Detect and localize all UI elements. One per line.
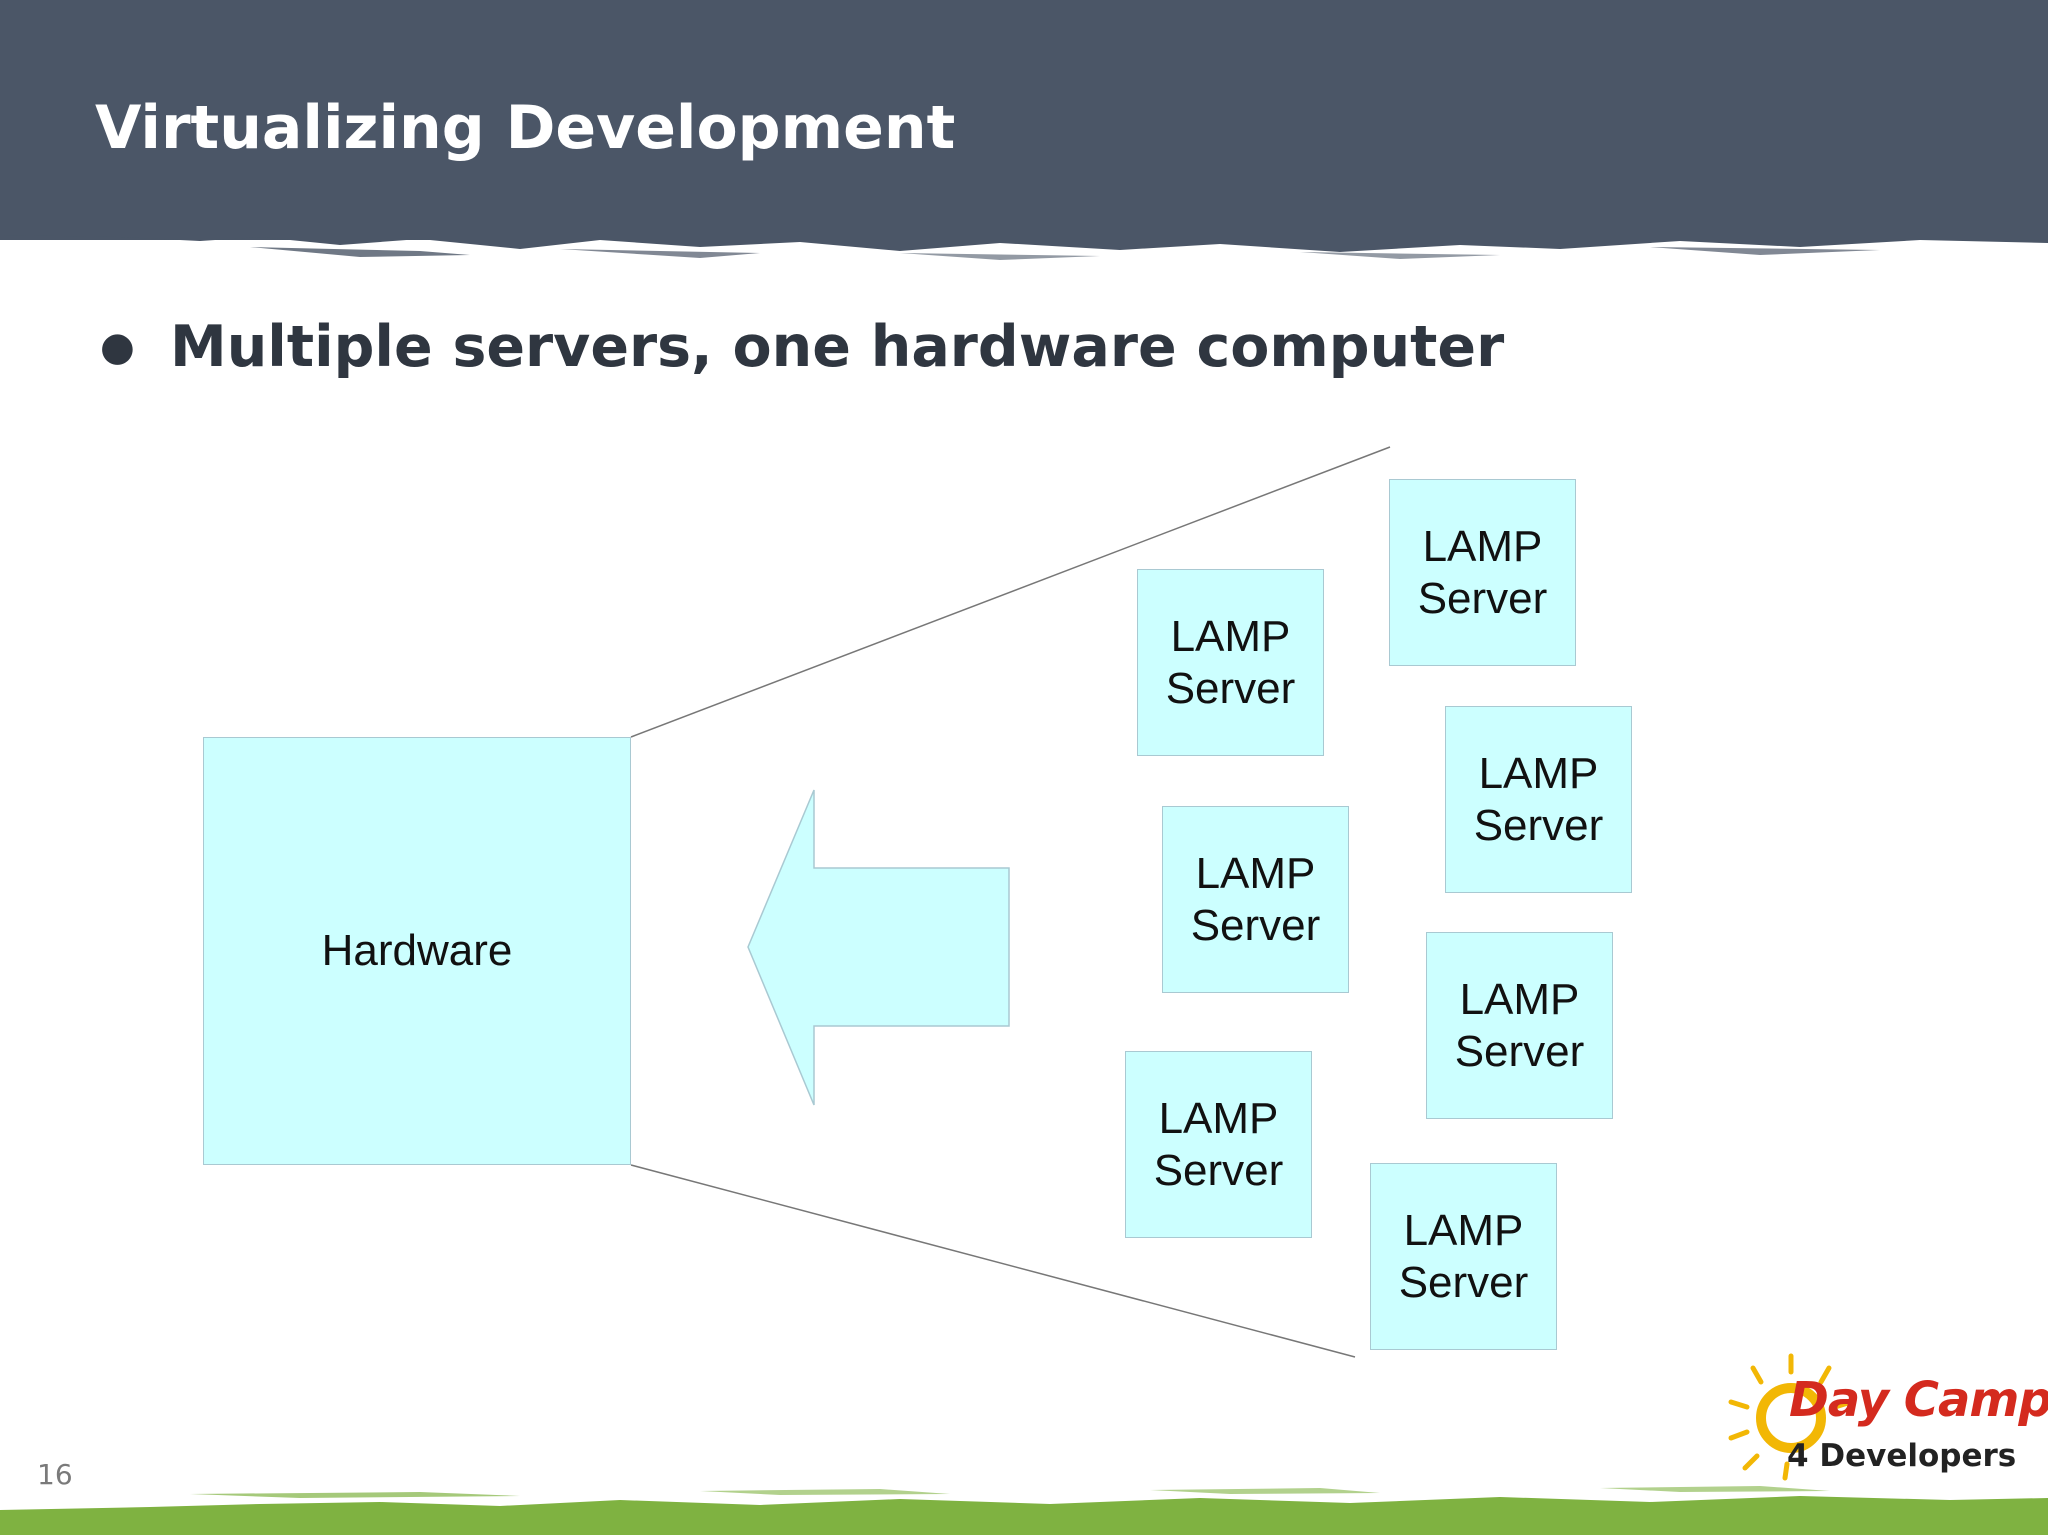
slide-title: Virtualizing Development bbox=[95, 93, 956, 163]
server-label-line1: LAMP bbox=[1158, 1093, 1279, 1143]
lamp-server-box: LAMP Server bbox=[1162, 806, 1349, 993]
sun-icon bbox=[1728, 1353, 1854, 1481]
server-label-line1: LAMP bbox=[1459, 974, 1580, 1024]
server-label-line1: LAMP bbox=[1478, 748, 1599, 798]
lamp-server-box: LAMP Server bbox=[1445, 706, 1632, 893]
logo-subtitle: 4 Developers bbox=[1787, 1438, 2017, 1474]
footer-grass-edge bbox=[0, 1486, 2048, 1535]
header-band bbox=[0, 0, 2048, 240]
lamp-server-box: LAMP Server bbox=[1426, 932, 1613, 1119]
header-brush-edge bbox=[0, 225, 2048, 260]
server-label-line2: Server bbox=[1473, 800, 1604, 850]
arrow-left-icon bbox=[747, 789, 1010, 1106]
bullet-dot-icon: ● bbox=[100, 324, 135, 370]
server-label-line2: Server bbox=[1153, 1145, 1284, 1195]
server-label-line1: LAMP bbox=[1422, 521, 1543, 571]
server-label-line2: Server bbox=[1398, 1257, 1529, 1307]
server-label-line1: LAMP bbox=[1403, 1205, 1524, 1255]
daycamp-logo: Day Camp 4 Developers bbox=[1725, 1352, 2048, 1492]
server-label-line2: Server bbox=[1454, 1026, 1585, 1076]
server-label-line1: LAMP bbox=[1170, 611, 1291, 661]
funnel-bottom-line bbox=[630, 1164, 1356, 1358]
bullet-text: Multiple servers, one hardware computer bbox=[170, 314, 1505, 380]
bullet-item: ● Multiple servers, one hardware compute… bbox=[100, 302, 1504, 392]
server-label-line1: LAMP bbox=[1195, 848, 1316, 898]
lamp-server-box: LAMP Server bbox=[1370, 1163, 1557, 1350]
lamp-server-box: LAMP Server bbox=[1389, 479, 1576, 666]
lamp-server-box: LAMP Server bbox=[1125, 1051, 1312, 1238]
server-label-line2: Server bbox=[1165, 663, 1296, 713]
hardware-box: Hardware bbox=[203, 737, 631, 1165]
hardware-label: Hardware bbox=[321, 926, 513, 975]
slide-number: 16 bbox=[37, 1458, 73, 1491]
lamp-server-box: LAMP Server bbox=[1137, 569, 1324, 756]
funnel-top-line bbox=[630, 446, 1391, 738]
server-label-line2: Server bbox=[1190, 900, 1321, 950]
logo-title: Day Camp bbox=[1789, 1372, 2048, 1428]
server-label-line2: Server bbox=[1417, 573, 1548, 623]
